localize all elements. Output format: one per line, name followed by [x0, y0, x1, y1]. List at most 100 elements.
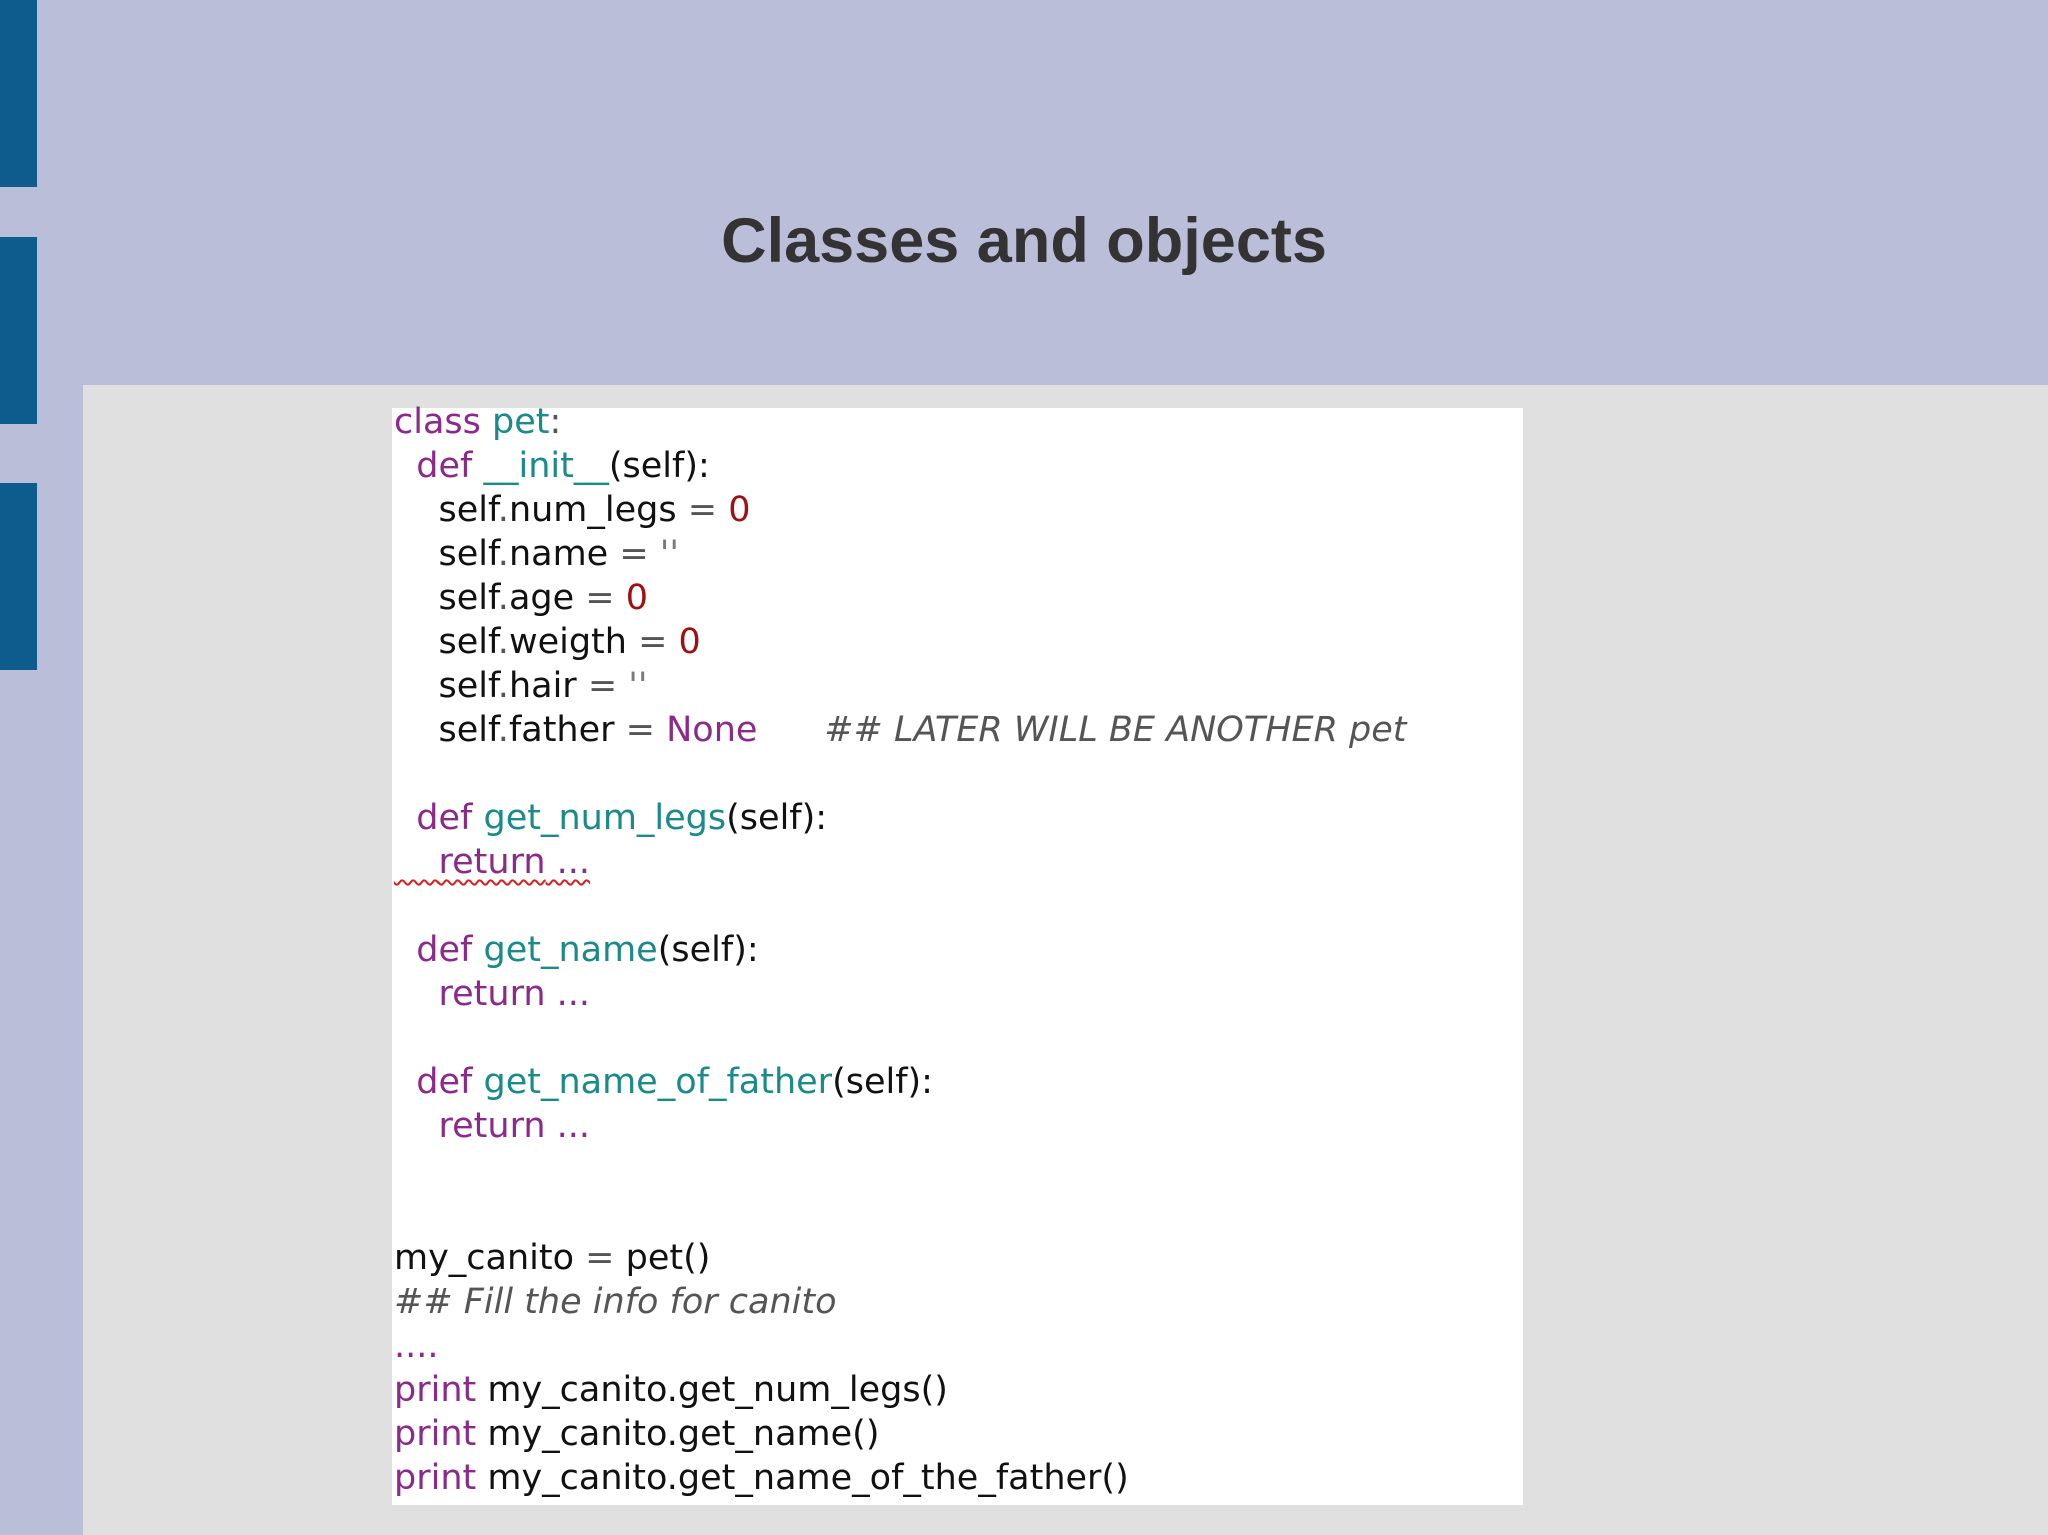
code-expression: my_canito.get_name_of_the_father() [476, 1458, 1129, 1498]
code-indent [394, 974, 439, 1014]
code-indent [394, 930, 416, 970]
code-line: self.age = 0 [394, 576, 648, 620]
code-space [472, 446, 483, 486]
code-indent [394, 710, 439, 750]
slide-title: Classes and objects [721, 206, 1327, 276]
side-bar-decoration [0, 237, 37, 424]
code-keyword: class [394, 402, 481, 442]
code-space [472, 930, 483, 970]
code-dot: . [497, 490, 509, 530]
code-line: return ... [394, 840, 591, 884]
code-screenshot [392, 408, 1523, 1505]
code-number: 0 [728, 490, 751, 530]
code-line: self.num_legs = 0 [394, 488, 751, 532]
code-line: def get_name_of_father(self): [394, 1060, 933, 1104]
code-keyword: print [394, 1414, 477, 1454]
code-line: print my_canito.get_num_legs() [394, 1368, 948, 1412]
code-function-name: get_name [483, 930, 658, 970]
code-indent [394, 622, 439, 662]
side-bar-decoration [0, 0, 37, 187]
code-line: def get_name(self): [394, 928, 759, 972]
code-variable: my_canito [394, 1238, 575, 1278]
code-line: self.hair = '' [394, 664, 648, 708]
code-self: self [438, 622, 498, 662]
code-keyword: print [394, 1458, 477, 1498]
code-space [472, 1062, 483, 1102]
code-line: my_canito = pet() [394, 1236, 710, 1280]
code-line: def __init__(self): [394, 444, 710, 488]
code-space [472, 798, 483, 838]
code-keyword: def [416, 798, 473, 838]
code-function-name: get_name_of_father [483, 1062, 833, 1102]
code-keyword: print [394, 1370, 477, 1410]
code-line: return ... [394, 972, 591, 1016]
code-attribute: age [508, 578, 575, 618]
code-function-name: get_num_legs [483, 798, 727, 838]
code-line: print my_canito.get_name() [394, 1412, 879, 1456]
code-indent [394, 798, 416, 838]
code-string: '' [659, 534, 680, 574]
code-line: self.name = '' [394, 532, 680, 576]
code-line: .... [394, 1324, 439, 1368]
code-ellipsis: ... [545, 974, 591, 1014]
code-attribute: name [508, 534, 609, 574]
code-comment: ## Fill the info for canito [394, 1282, 837, 1322]
code-assign: = [676, 490, 729, 530]
code-indent [394, 1062, 416, 1102]
code-expression: my_canito.get_name() [476, 1414, 880, 1454]
code-dot: . [497, 666, 509, 706]
code-constant: None [666, 710, 758, 750]
code-assign: = [574, 578, 626, 618]
code-args: (self): [657, 930, 759, 970]
code-function-name: __init__ [483, 446, 609, 486]
code-indent [394, 1106, 439, 1146]
code-indent [394, 446, 416, 486]
code-args: (self): [832, 1062, 933, 1102]
code-dot: . [497, 578, 509, 618]
code-keyword: return [438, 974, 546, 1014]
code-line: print my_canito.get_name_of_the_father() [394, 1456, 1129, 1500]
code-args: (self): [726, 798, 828, 838]
code-keyword: def [416, 930, 473, 970]
code-indent [394, 578, 439, 618]
code-class-name: pet [492, 402, 550, 442]
code-space [481, 402, 492, 442]
code-assign: = [626, 622, 679, 662]
code-indent [394, 490, 439, 530]
code-keyword: return [438, 842, 546, 882]
code-ellipsis: .... [394, 1326, 439, 1366]
code-punct: : [549, 402, 562, 442]
code-attribute: hair [508, 666, 577, 706]
code-self: self [438, 578, 498, 618]
code-expression: my_canito.get_num_legs() [476, 1370, 948, 1410]
code-line: def get_num_legs(self): [394, 796, 827, 840]
code-self: self [438, 490, 498, 530]
code-args: (self): [608, 446, 710, 486]
code-indent [394, 842, 439, 882]
spellcheck-underline: return ... [394, 842, 591, 882]
code-line: ## Fill the info for canito [394, 1280, 837, 1324]
code-assign: = [608, 534, 660, 574]
code-self: self [438, 710, 498, 750]
code-call: pet() [625, 1238, 711, 1278]
code-attribute: num_legs [508, 490, 677, 530]
code-self: self [438, 666, 498, 706]
code-ellipsis: ... [545, 842, 591, 882]
code-attribute: father [508, 710, 615, 750]
code-keyword: return [438, 1106, 546, 1146]
code-indent [394, 534, 439, 574]
code-string: '' [628, 666, 648, 706]
code-number: 0 [625, 578, 648, 618]
code-assign: = [574, 1238, 626, 1278]
code-keyword: def [416, 446, 473, 486]
code-keyword: def [416, 1062, 473, 1102]
code-dot: . [497, 710, 509, 750]
code-indent [394, 666, 439, 706]
code-assign: = [576, 666, 629, 706]
code-line: class pet: [394, 400, 561, 444]
code-gap [757, 710, 824, 750]
code-attribute: weigth [508, 622, 627, 662]
code-comment: ## LATER WILL BE ANOTHER pet [824, 710, 1407, 750]
code-dot: . [497, 622, 509, 662]
code-dot: . [497, 534, 509, 574]
